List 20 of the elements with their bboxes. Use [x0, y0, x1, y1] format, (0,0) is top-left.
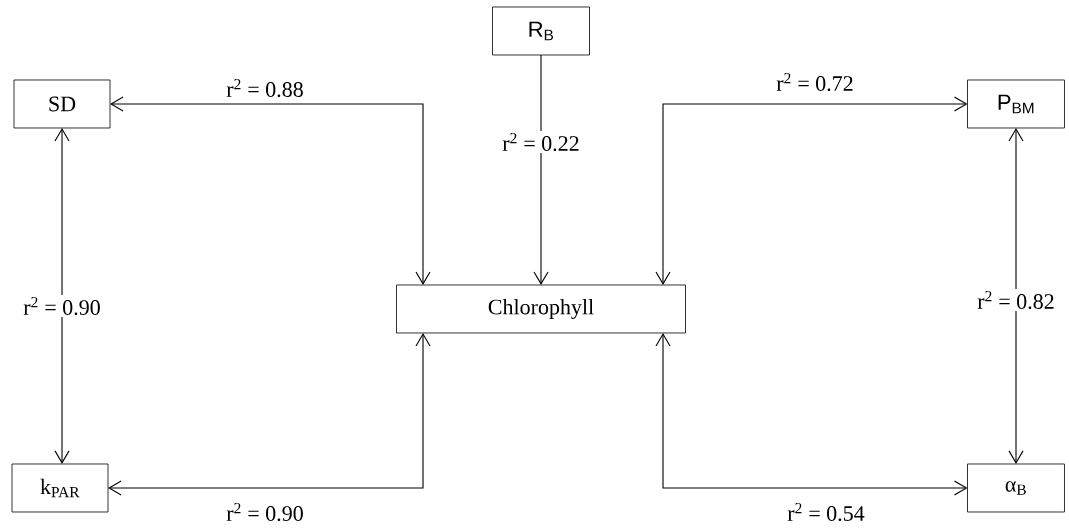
variable-box: P$_{BM}$ [967, 79, 1065, 129]
variable-box: k$_{PAR}$ [11, 463, 109, 513]
edge-label: r$^{2}$ = 0.82 [975, 289, 1057, 311]
variable-box: R$_{B}$ [492, 6, 590, 56]
edge-label: r$^{2}$ = 0.72 [774, 71, 856, 93]
variable-box: SD [13, 79, 111, 129]
edge-label: r$^{2}$ = 0.88 [224, 77, 306, 99]
arrow [54, 128, 70, 464]
edge-label: r$^{2}$ = 0.90 [224, 501, 306, 523]
edge-label: r$^{2}$ = 0.22 [500, 131, 582, 153]
arrow [1008, 128, 1024, 464]
variable-box: α$_{B}$ [967, 463, 1065, 513]
variable-box: Chlorophyll [396, 284, 686, 334]
arrow [655, 333, 968, 496]
arrow [655, 96, 968, 285]
arrow [533, 54, 549, 285]
edge-label: r$^{2}$ = 0.90 [21, 295, 103, 317]
arrow [110, 96, 431, 285]
arrow [108, 333, 431, 496]
edge-label: r$^{2}$ = 0.54 [785, 501, 867, 523]
